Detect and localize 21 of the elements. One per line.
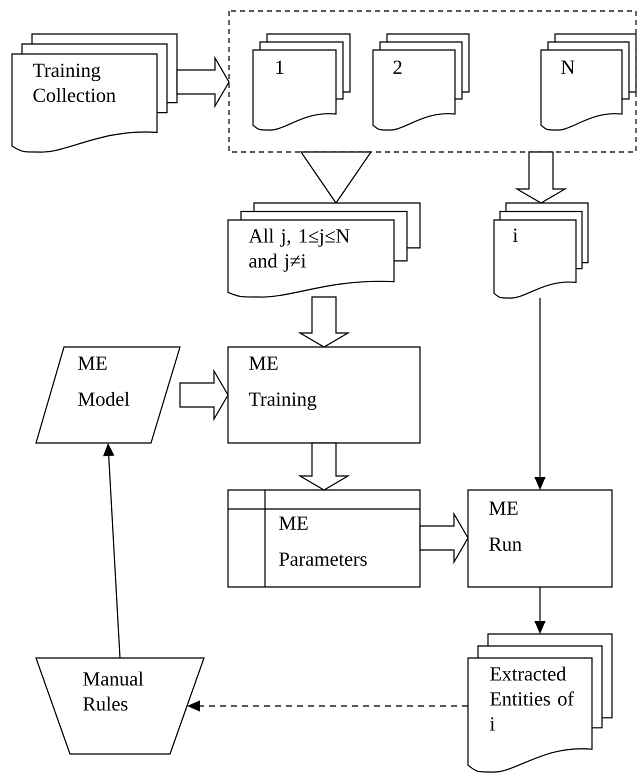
document-stack: N [540, 33, 637, 131]
block-arrow [514, 151, 568, 204]
document-stack: 2 [372, 33, 470, 131]
node-label: N [561, 60, 575, 74]
document-stack: 1 [252, 33, 351, 131]
manual-operation-trapezoid: Manual Rules [35, 657, 205, 755]
process-box: ME Training [227, 346, 421, 444]
dashed-group-box [228, 10, 637, 153]
block-arrow [419, 512, 469, 564]
block-arrow [298, 296, 350, 348]
document-stack: All j, 1≤j≤N and j≠i [227, 202, 421, 298]
block-arrow [176, 56, 230, 108]
document-stack: i [493, 202, 589, 299]
block-arrow [179, 368, 229, 422]
node-label: Extracted Entities of i [490, 666, 574, 730]
process-box: ME Run [467, 489, 613, 588]
block-arrow [298, 442, 350, 491]
document-stack: Training Collection [11, 33, 178, 153]
input-parallelogram: ME Model [35, 346, 181, 444]
storage-box: ME Parameters [227, 489, 421, 588]
document-stack: Extracted Entities of i [467, 633, 613, 773]
